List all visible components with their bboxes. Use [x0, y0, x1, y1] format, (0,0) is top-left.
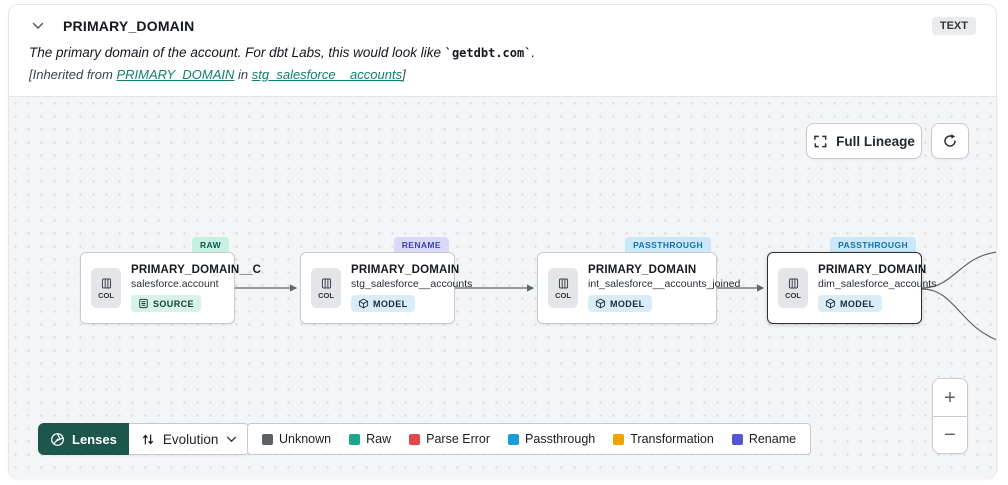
model-icon [825, 298, 836, 309]
inherited-middle: in [234, 67, 252, 82]
legend-item-transformation: Transformation [613, 432, 714, 446]
column-badge: COL [548, 268, 578, 308]
column-description: The primary domain of the account. For d… [29, 45, 976, 60]
description-text: The primary domain of the account. For d… [29, 45, 445, 60]
model-icon [358, 298, 369, 309]
column-badge-label: COL [98, 290, 114, 300]
resource-badge-source: SOURCE [131, 295, 201, 312]
inherited-prefix: [Inherited from [29, 67, 117, 82]
lenses-label: Lenses [72, 431, 117, 447]
legend-item-raw: Raw [349, 432, 391, 446]
inherited-suffix: ] [402, 67, 406, 82]
legend-swatch [262, 433, 273, 445]
legend-item-rename: Rename [731, 432, 797, 446]
collapse-chevron-icon[interactable] [29, 17, 47, 35]
lineage-node-staging[interactable]: RENAME COL PRIMARY_DOMAIN stg_salesforce… [300, 237, 472, 324]
refresh-icon [942, 133, 958, 149]
column-title: PRIMARY_DOMAIN [63, 18, 195, 34]
legend-item-parse-error: Parse Error [409, 432, 490, 446]
lens-selected-label: Evolution [162, 431, 219, 447]
node-column-name: PRIMARY_DOMAIN [351, 264, 460, 276]
inline-code: `getdbt.com` [444, 46, 532, 60]
legend-item-unknown: Unknown [262, 432, 331, 446]
lenses-icon [50, 432, 65, 447]
zoom-out-button[interactable]: − [933, 416, 967, 453]
resource-badge-label: MODEL [373, 298, 408, 309]
legend-swatch [409, 433, 421, 445]
fullscreen-icon [813, 134, 828, 149]
source-icon [138, 298, 149, 309]
refresh-button[interactable] [931, 123, 969, 159]
resource-badge-label: MODEL [840, 298, 875, 309]
node-column-name: PRIMARY_DOMAIN__C [131, 264, 262, 276]
legend-label: Parse Error [426, 432, 491, 446]
legend-swatch [349, 433, 361, 445]
column-icon [787, 277, 800, 290]
resource-badge-model: MODEL [588, 295, 652, 312]
node-model-name: dim_salesforce_accounts [818, 278, 937, 290]
inherited-note: [Inherited from PRIMARY_DOMAIN in stg_sa… [29, 67, 976, 82]
zoom-in-button[interactable]: + [933, 379, 967, 416]
column-lineage-panel: PRIMARY_DOMAIN TEXT The primary domain o… [8, 4, 997, 479]
lineage-legend: Unknown Raw Parse Error Passthrough Tran… [247, 423, 812, 455]
model-icon [595, 298, 606, 309]
lens-dropdown[interactable]: Evolution [128, 423, 251, 455]
legend-swatch [508, 433, 520, 445]
resource-badge-label: MODEL [610, 298, 645, 309]
column-badge-label: COL [318, 290, 334, 300]
resource-badge-model: MODEL [818, 295, 882, 312]
description-period: . [531, 45, 536, 60]
resource-badge-label: SOURCE [153, 298, 194, 309]
legend-swatch [731, 433, 743, 445]
column-icon [557, 277, 570, 290]
column-badge: COL [91, 268, 121, 308]
inherited-column-link[interactable]: PRIMARY_DOMAIN [116, 67, 235, 82]
column-type-badge: TEXT [931, 17, 976, 35]
legend-label: Rename [748, 432, 797, 446]
node-model-name: stg_salesforce__accounts [351, 278, 473, 290]
lens-controls: Lenses Evolution [38, 423, 251, 455]
node-model-name: int_salesforce__accounts_joined [588, 278, 741, 290]
full-lineage-button[interactable]: Full Lineage [806, 123, 922, 159]
legend-label: Passthrough [525, 432, 596, 446]
node-column-name: PRIMARY_DOMAIN [818, 264, 927, 276]
lineage-canvas[interactable]: RAW COL PRIMARY_DOMAIN__C salesforce.acc… [9, 96, 996, 479]
lenses-button[interactable]: Lenses [38, 423, 129, 455]
zoom-controls: + − [932, 378, 968, 454]
column-badge: COL [778, 268, 808, 308]
legend-item-passthrough: Passthrough [508, 432, 595, 446]
full-lineage-label: Full Lineage [836, 133, 915, 149]
lineage-node-dim-selected[interactable]: PASSTHROUGH COL PRIMARY_DOMAIN dim_sales… [767, 237, 936, 324]
legend-label: Unknown [279, 432, 332, 446]
lineage-node-source[interactable]: RAW COL PRIMARY_DOMAIN__C salesforce.acc… [80, 237, 261, 324]
legend-label: Raw [366, 432, 392, 446]
chevron-down-icon [226, 436, 237, 443]
column-badge-label: COL [785, 290, 801, 300]
inherited-model-link[interactable]: stg_salesforce__accounts [251, 67, 403, 82]
legend-label: Transformation [630, 432, 714, 446]
lineage-node-intermediate[interactable]: PASSTHROUGH COL PRIMARY_DOMAIN int_sales… [537, 237, 740, 324]
resource-badge-model: MODEL [351, 295, 415, 312]
column-icon [100, 277, 113, 290]
column-badge: COL [311, 268, 341, 308]
node-column-name: PRIMARY_DOMAIN [588, 264, 697, 276]
column-header: PRIMARY_DOMAIN TEXT The primary domain o… [9, 5, 996, 82]
column-badge-label: COL [555, 290, 571, 300]
legend-swatch [613, 433, 625, 445]
evolution-icon [141, 432, 155, 447]
node-model-name: salesforce.account [131, 278, 219, 290]
column-icon [320, 277, 333, 290]
